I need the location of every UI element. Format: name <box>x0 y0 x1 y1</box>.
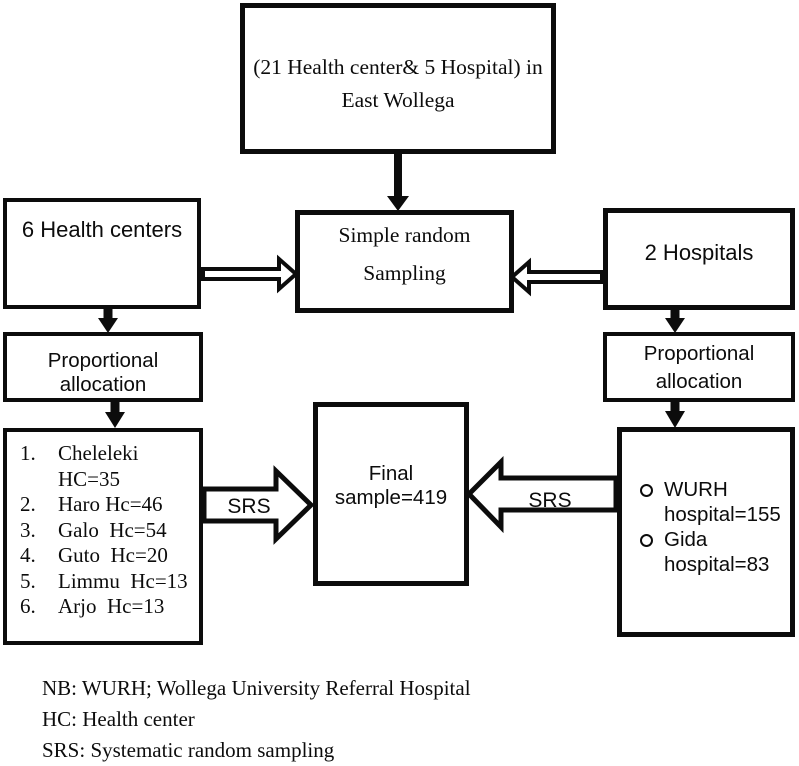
note-nb: NB: WURH; Wollega University Referral Ho… <box>42 676 471 700</box>
hospital-item-line2: hospital=83 <box>664 553 770 576</box>
hospital-item-line2: hospital=155 <box>664 503 781 526</box>
srs-block-arrow-right <box>465 455 619 534</box>
list-item-text: Arjo Hc=13 <box>58 594 165 618</box>
hospital-list-box: WURH hospital=155 Gida hospital=83 <box>617 427 795 637</box>
health-center-list-box: 1. Cheleleki HC=35 2. Haro Hc=46 3. Galo… <box>3 428 203 645</box>
sampling-box-line1: Simple random <box>338 223 471 247</box>
list-item: WURH hospital=155 <box>638 477 790 527</box>
srs-block-arrow-left <box>201 465 315 545</box>
arrow-top-to-sampling <box>387 153 409 211</box>
hospitals-box: 2 Hospitals <box>603 208 795 310</box>
list-item: 4. Guto Hc=20 <box>20 543 199 569</box>
final-sample-box: Final sample=419 <box>313 402 469 586</box>
hospital-item-line1: WURH <box>664 478 728 501</box>
list-item: 2. Haro Hc=46 <box>20 492 199 518</box>
list-item-number: 2. <box>20 492 36 516</box>
arrow-hospitals-to-allocation <box>665 307 685 333</box>
population-box: (21 Health center& 5 Hospital) in East W… <box>240 3 556 154</box>
final-sample-label: Final sample=419 <box>334 462 448 509</box>
circle-bullet-icon <box>640 484 653 497</box>
simple-random-sampling-box: Simple random Sampling <box>295 210 514 313</box>
circle-bullet-icon <box>640 534 653 547</box>
list-item-text: Haro Hc=46 <box>58 492 163 516</box>
population-box-line1: (21 Health center& 5 Hospital) in <box>253 55 543 79</box>
list-item-text: Limmu Hc=13 <box>58 568 188 593</box>
list-item: Gida hospital=83 <box>638 527 790 577</box>
right-allocation-line2: allocation <box>655 370 743 393</box>
list-item: 3. Galo Hc=54 <box>20 518 199 544</box>
list-item-number: 1. <box>20 441 36 465</box>
hollow-arrow-right-to-sampling <box>508 257 604 297</box>
note-srs: SRS: Systematic random sampling <box>42 738 335 762</box>
population-box-line2: East Wollega <box>341 88 455 112</box>
srs-label-left: SRS <box>227 495 270 518</box>
health-centers-label: 6 Health centers <box>21 217 183 242</box>
right-proportional-allocation-box: Proportional allocation <box>603 332 795 402</box>
note-hc: HC: Health center <box>42 707 195 731</box>
srs-label-right: SRS <box>528 489 571 512</box>
arrow-allocation-to-hclist <box>105 399 125 428</box>
legend-notes: NB: WURH; Wollega University Referral Ho… <box>42 673 471 766</box>
list-item-text: Cheleleki HC=35 <box>58 441 144 491</box>
right-allocation-line1: Proportional <box>643 342 755 365</box>
sampling-box-line2: Sampling <box>363 261 446 285</box>
list-item-number: 4. <box>20 543 36 567</box>
hospital-item-line1: Gida <box>664 528 708 551</box>
list-item-text: Galo Hc=54 <box>58 517 167 542</box>
hospitals-label: 2 Hospitals <box>644 240 754 265</box>
list-item-number: 3. <box>20 517 36 542</box>
list-item-text: Guto Hc=20 <box>58 543 168 567</box>
arrow-healthcenters-to-allocation <box>98 306 118 333</box>
health-centers-box: 6 Health centers <box>3 198 201 309</box>
hollow-arrow-left-to-sampling <box>201 254 300 294</box>
arrow-allocation-to-hospitallist <box>665 400 685 428</box>
list-item-number: 5. <box>20 568 36 593</box>
list-item: 1. Cheleleki HC=35 <box>20 441 199 492</box>
list-item: 6. Arjo Hc=13 <box>20 594 199 620</box>
list-item-number: 6. <box>20 594 36 618</box>
list-item: 5. Limmu Hc=13 <box>20 569 199 595</box>
left-allocation-label: Proportional allocation <box>47 349 159 396</box>
left-proportional-allocation-box: Proportional allocation <box>3 332 203 402</box>
